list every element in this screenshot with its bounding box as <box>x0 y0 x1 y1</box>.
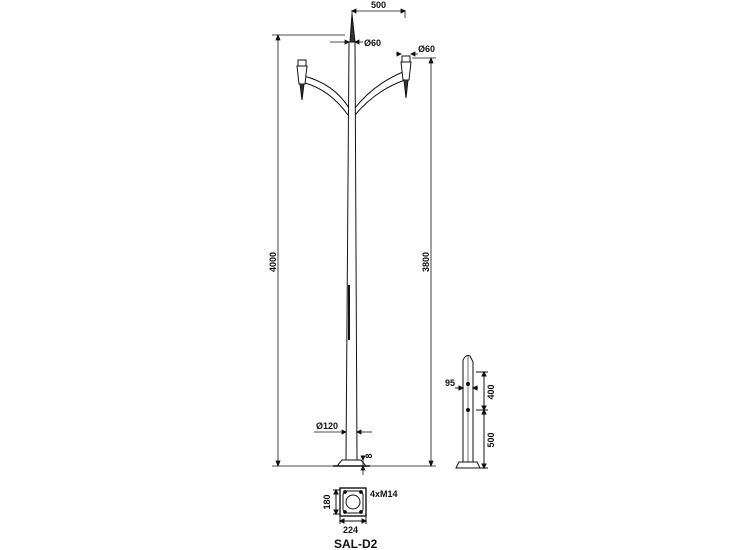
left-lamp <box>296 59 308 101</box>
dimension-lines <box>272 8 436 475</box>
pole-finial <box>349 13 356 43</box>
plate-center-hole <box>345 494 361 510</box>
anchor-labels: 95 400 500 <box>445 378 496 448</box>
dim-top-diameter: Ø60 <box>364 38 381 48</box>
drawing-title: SAL-D2 <box>334 537 378 550</box>
dim-bolts: 4xM14 <box>370 489 398 499</box>
dim-total-height: 4000 <box>268 252 278 272</box>
anchor-elevation <box>455 355 488 470</box>
pole-base-flange <box>335 459 368 467</box>
left-arm <box>303 75 350 109</box>
dim-lamp-diameter: Ø60 <box>418 44 435 54</box>
dim-base-diameter: Ø120 <box>316 421 338 431</box>
dim-anchor-upper: 400 <box>486 384 496 399</box>
dim-anchor-lower: 500 <box>486 432 496 447</box>
dimension-labels: 500 Ø60 Ø60 4000 3800 Ø120 8 <box>268 0 435 459</box>
dim-arm-height: 3800 <box>421 252 431 272</box>
dim-plate-thickness: 8 <box>364 453 374 458</box>
pole-shaft <box>345 41 358 461</box>
base-plate-labels: 180 224 4xM14 <box>322 489 398 535</box>
dim-plate-height: 180 <box>322 494 332 509</box>
pole-elevation <box>296 13 412 467</box>
dim-anchor-width: 95 <box>445 378 455 388</box>
right-arm <box>354 71 404 109</box>
anchor-foot <box>455 461 481 469</box>
dim-plate-width: 224 <box>343 525 358 535</box>
base-plate-plan <box>333 487 368 524</box>
right-lamp <box>400 55 412 99</box>
dim-arm-spread: 500 <box>371 0 386 10</box>
